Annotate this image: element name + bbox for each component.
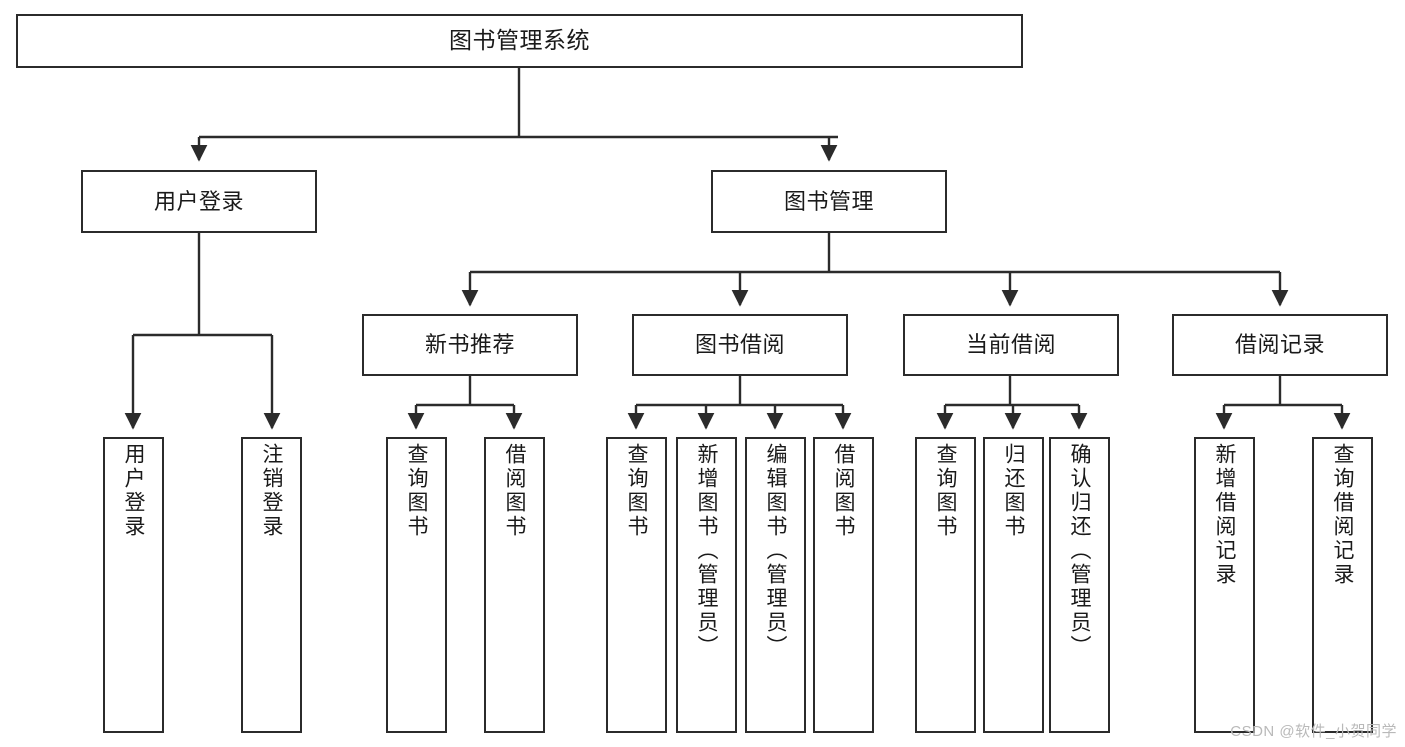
node-leaf-return-book-label: 归还图书 bbox=[1002, 443, 1025, 539]
node-leaf-add-borrow-record-label: 新增借阅记录 bbox=[1213, 443, 1236, 587]
node-leaf-add-borrow-record[interactable]: 新增借阅记录 bbox=[1194, 437, 1255, 733]
node-new-book-recommend[interactable]: 新书推荐 bbox=[362, 314, 578, 376]
node-book-management-label: 图书管理 bbox=[783, 188, 874, 214]
node-root-label: 图书管理系统 bbox=[449, 27, 590, 54]
node-leaf-edit-book-label: 编辑图书（管理员） bbox=[764, 443, 787, 659]
node-book-borrow-label: 图书借阅 bbox=[694, 332, 785, 358]
node-current-borrow-label: 当前借阅 bbox=[965, 332, 1056, 358]
node-leaf-borrow-book-2-label: 借阅图书 bbox=[832, 443, 855, 539]
node-leaf-user-login[interactable]: 用户登录 bbox=[103, 437, 164, 733]
node-current-borrow[interactable]: 当前借阅 bbox=[903, 314, 1119, 376]
node-user-login-label: 用户登录 bbox=[153, 188, 244, 214]
node-leaf-confirm-return-label: 确认归还（管理员） bbox=[1068, 443, 1091, 659]
node-leaf-return-book[interactable]: 归还图书 bbox=[983, 437, 1044, 733]
node-leaf-borrow-book-1-label: 借阅图书 bbox=[503, 443, 526, 539]
node-leaf-query-borrow-record[interactable]: 查询借阅记录 bbox=[1312, 437, 1373, 733]
node-leaf-borrow-book-1[interactable]: 借阅图书 bbox=[484, 437, 545, 733]
node-borrow-record-label: 借阅记录 bbox=[1234, 332, 1325, 358]
node-leaf-query-book-2[interactable]: 查询图书 bbox=[606, 437, 667, 733]
node-leaf-query-borrow-record-label: 查询借阅记录 bbox=[1331, 443, 1354, 587]
node-leaf-query-book-3[interactable]: 查询图书 bbox=[915, 437, 976, 733]
node-leaf-edit-book[interactable]: 编辑图书（管理员） bbox=[745, 437, 806, 733]
watermark: CSDN @软件_小贺同学 bbox=[1230, 723, 1397, 740]
node-leaf-user-login-label: 用户登录 bbox=[122, 443, 145, 539]
node-leaf-query-book-1[interactable]: 查询图书 bbox=[386, 437, 447, 733]
node-user-login[interactable]: 用户登录 bbox=[81, 170, 317, 233]
node-borrow-record[interactable]: 借阅记录 bbox=[1172, 314, 1388, 376]
node-leaf-add-book[interactable]: 新增图书（管理员） bbox=[676, 437, 737, 733]
node-leaf-logout-label: 注销登录 bbox=[260, 443, 283, 539]
node-book-management[interactable]: 图书管理 bbox=[711, 170, 947, 233]
node-root[interactable]: 图书管理系统 bbox=[16, 14, 1023, 68]
node-leaf-query-book-2-label: 查询图书 bbox=[625, 443, 648, 539]
node-leaf-borrow-book-2[interactable]: 借阅图书 bbox=[813, 437, 874, 733]
node-leaf-confirm-return[interactable]: 确认归还（管理员） bbox=[1049, 437, 1110, 733]
node-leaf-logout[interactable]: 注销登录 bbox=[241, 437, 302, 733]
node-leaf-add-book-label: 新增图书（管理员） bbox=[695, 443, 718, 659]
node-leaf-query-book-3-label: 查询图书 bbox=[934, 443, 957, 539]
node-new-book-recommend-label: 新书推荐 bbox=[424, 332, 515, 358]
node-leaf-query-book-1-label: 查询图书 bbox=[405, 443, 428, 539]
node-book-borrow[interactable]: 图书借阅 bbox=[632, 314, 848, 376]
